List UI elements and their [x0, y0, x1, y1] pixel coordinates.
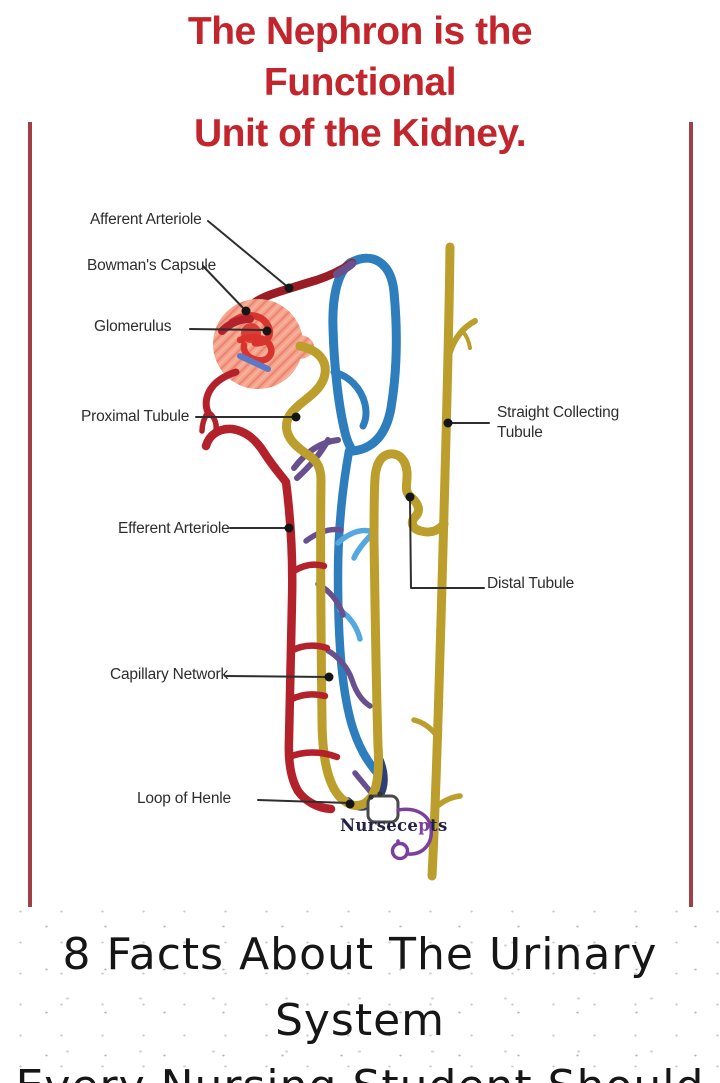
arteriole-branch-path — [199, 368, 240, 434]
label-straight-collecting-tubule: Straight Collecting Tubule — [497, 404, 619, 441]
left-border-bar — [28, 122, 32, 907]
logo-text: Nursecepts — [340, 816, 448, 835]
title-line-3: Unit of the Kidney. — [193, 112, 527, 155]
label-efferent-arteriole: Efferent Arteriole — [118, 520, 230, 537]
title-line-2: Functional — [263, 61, 457, 104]
nursecepts-logo: Nursecepts — [330, 790, 470, 874]
label-capillary-network: Capillary Network — [110, 666, 229, 683]
capillary-branches-blue — [335, 527, 377, 642]
title-line-1: The Nephron is the — [187, 10, 533, 53]
label-proximal-tubule: Proximal Tubule — [81, 408, 190, 425]
label-afferent-arteriole: Afferent Arteriole — [90, 211, 202, 228]
label-bowmans-capsule: Bowman's Capsule — [87, 257, 216, 274]
label-distal-tubule: Distal Tubule — [487, 575, 575, 592]
label-leader-lines — [189, 220, 490, 809]
logo-text-mid: p — [418, 816, 431, 835]
logo-text-pre: Nursece — [340, 816, 419, 835]
vein-path — [328, 253, 401, 811]
label-loop-of-henle: Loop of Henle — [137, 790, 231, 807]
right-border-bar — [689, 122, 693, 907]
label-glomerulus: Glomerulus — [94, 318, 172, 335]
efferent-arteriole-path — [201, 424, 341, 814]
logo-text-post: ts — [430, 816, 448, 835]
page-title: The Nephron is the Functional Unit of th… — [0, 6, 720, 159]
footer-line-2: Every Nursing Student Should Know. — [0, 1054, 720, 1083]
footer-caption: 8 Facts About The Urinary System Every N… — [0, 896, 720, 1083]
straight-collecting-tubule-path — [411, 242, 478, 881]
footer-line-1: 8 Facts About The Urinary System — [62, 929, 658, 1046]
glomerulus-capsule — [213, 299, 314, 389]
stethoscope-icon — [366, 791, 433, 861]
